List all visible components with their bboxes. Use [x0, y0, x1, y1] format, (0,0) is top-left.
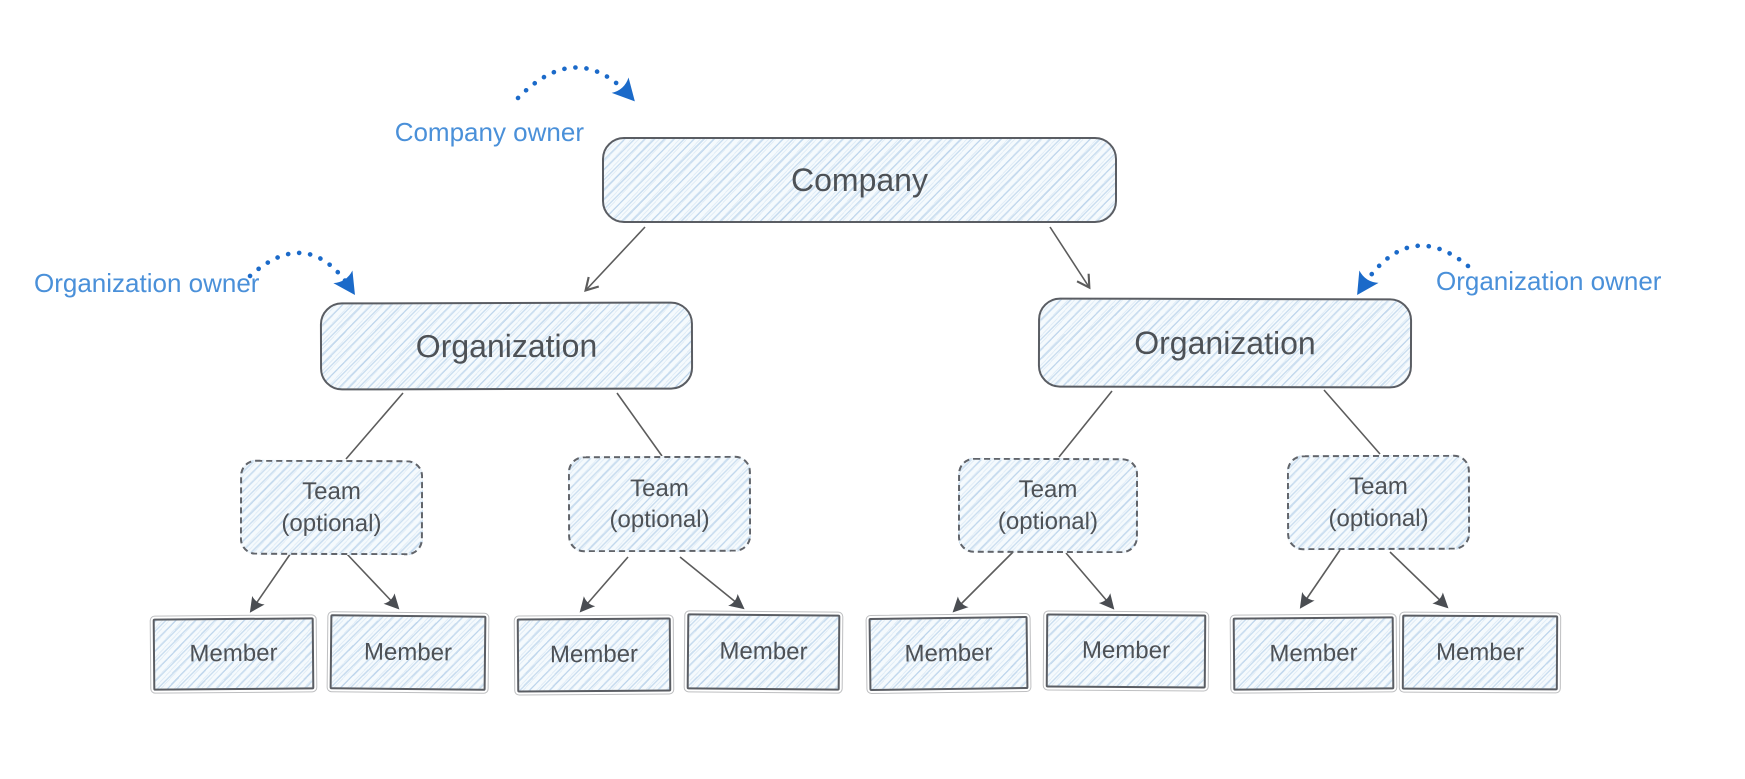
team-label-line2: (optional): [1328, 504, 1429, 532]
member-node: Member: [326, 611, 490, 694]
edge-team1-member1: [249, 549, 294, 613]
team-node: Team (optional): [239, 459, 424, 556]
team-label: Team (optional): [281, 476, 381, 539]
edge-company-org-left: [584, 226, 646, 293]
member-label: Member: [1081, 636, 1171, 665]
team-node: Team (optional): [567, 455, 752, 553]
edge-orgright-team4: [1323, 389, 1381, 455]
team-label-line1: Team: [1349, 473, 1408, 501]
company-owner-arrow: [515, 65, 635, 102]
organization-label: Organization: [1134, 324, 1316, 361]
member-label: Member: [363, 638, 453, 666]
team-label: Team (optional): [998, 474, 1098, 537]
organization-node-left: Organization: [319, 301, 694, 391]
member-node: Member: [1398, 611, 1562, 694]
edge-team3-member5: [952, 550, 1015, 613]
team-label-line1: Team: [1018, 476, 1078, 504]
edge-team2-member4: [679, 556, 745, 610]
company-owner-annotation: Company owner: [394, 117, 584, 147]
company-label: Company: [791, 161, 928, 198]
member-label: Member: [1435, 638, 1525, 666]
member-node: Member: [1042, 610, 1210, 692]
member-label: Member: [549, 640, 639, 669]
member-label: Member: [719, 637, 808, 666]
org-owner-annotation-right: Organization owner: [1436, 266, 1662, 296]
team-label: Team (optional): [1328, 471, 1428, 534]
edge-orgleft-team1: [345, 392, 404, 460]
member-node: Member: [1229, 613, 1398, 694]
team-label-line1: Team: [302, 478, 361, 506]
edge-team4-member8: [1389, 551, 1449, 609]
organization-node-right: Organization: [1037, 297, 1413, 389]
member-node: Member: [149, 614, 318, 694]
edge-team2-member3: [579, 556, 629, 613]
team-label-line2: (optional): [609, 505, 710, 534]
edge-orgright-team3: [1058, 390, 1113, 458]
member-node: Member: [513, 614, 675, 696]
team-label-line2: (optional): [997, 507, 1099, 535]
org-owner-annotation-left: Organization owner: [34, 268, 260, 298]
member-label: Member: [1269, 639, 1358, 667]
team-node: Team (optional): [1286, 454, 1471, 551]
organization-label: Organization: [415, 327, 598, 364]
edge-team3-member6: [1065, 552, 1115, 610]
edge-company-org-right: [1049, 226, 1091, 290]
team-label: Team (optional): [609, 473, 709, 536]
edge-team4-member7: [1299, 549, 1341, 609]
company-node: Company: [602, 137, 1117, 223]
member-label: Member: [904, 638, 993, 668]
member-node: Member: [683, 610, 844, 694]
team-label-line1: Team: [630, 474, 689, 502]
member-node: Member: [865, 612, 1032, 695]
team-label-line2: (optional): [281, 509, 382, 537]
member-label: Member: [189, 639, 278, 668]
team-node: Team (optional): [957, 457, 1139, 554]
edge-orgleft-team2: [616, 392, 663, 457]
edge-team1-member2: [345, 552, 400, 610]
